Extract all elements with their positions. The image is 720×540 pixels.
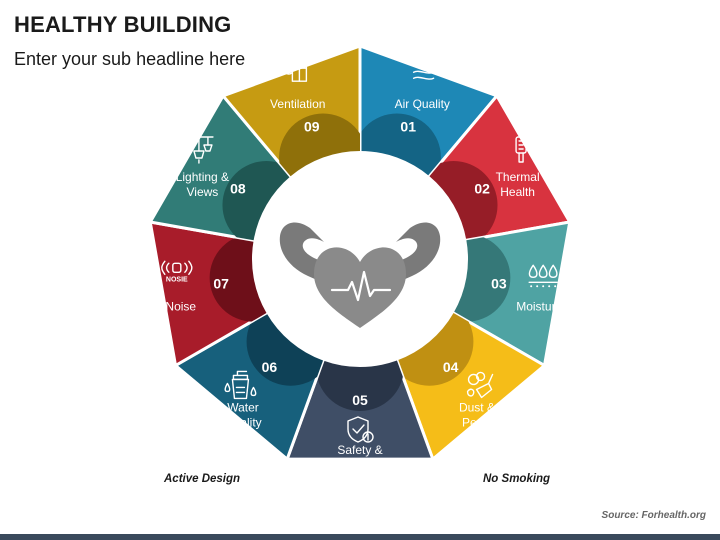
segment-number: 01 [400, 119, 416, 135]
segment-number: 09 [304, 119, 320, 135]
segment-label: Lighting &Views [176, 170, 229, 199]
number-tab [360, 113, 441, 177]
segment-number: 02 [474, 181, 490, 197]
segment-label: Safety &Security [337, 443, 382, 472]
water-filter-icon [224, 370, 257, 400]
segment-label: Noise [165, 300, 196, 314]
page-title: HEALTHY BUILDING [14, 12, 232, 37]
air-icon [412, 56, 435, 80]
number-tab [279, 113, 360, 177]
segment-label: Dust &Pests [459, 400, 495, 429]
note-active-design: Active Design [164, 473, 241, 485]
shield-icon [347, 416, 374, 443]
page-subtitle: Enter your sub headline here [14, 49, 246, 69]
segment-number: 06 [262, 359, 278, 375]
thermometer-icon [515, 136, 527, 163]
segment-01: 01 Air Quality [358, 44, 499, 178]
segment-number: 03 [491, 275, 507, 291]
dust-pest-icon [466, 371, 494, 399]
segment-number: 05 [352, 392, 368, 408]
center-badge [279, 222, 441, 328]
segment-number: 08 [230, 181, 246, 197]
svg-text:NOSIE: NOSIE [166, 276, 188, 283]
segment-09: 09 Ventilation [221, 44, 362, 178]
water-drops-icon [528, 264, 558, 288]
source-note: Source: Forhealth.org [601, 510, 706, 521]
lamp-icon [184, 136, 214, 164]
number-tab [453, 233, 511, 322]
noise-icon: NOSIE [161, 260, 193, 283]
segment-label: Air Quality [395, 97, 450, 111]
segment-number: 04 [443, 359, 459, 375]
ventilation-icon [279, 54, 308, 82]
bottom-bar [0, 534, 720, 540]
segment-number: 07 [213, 275, 229, 291]
segment-label: Ventilation [270, 97, 325, 111]
segment-label: Moisture [516, 300, 562, 314]
segment-07: 07 NOSIE Noise [148, 220, 268, 367]
note-no-smoking: No Smoking [483, 473, 551, 485]
heart-pulse-icon [330, 270, 392, 302]
number-tab [209, 233, 267, 322]
